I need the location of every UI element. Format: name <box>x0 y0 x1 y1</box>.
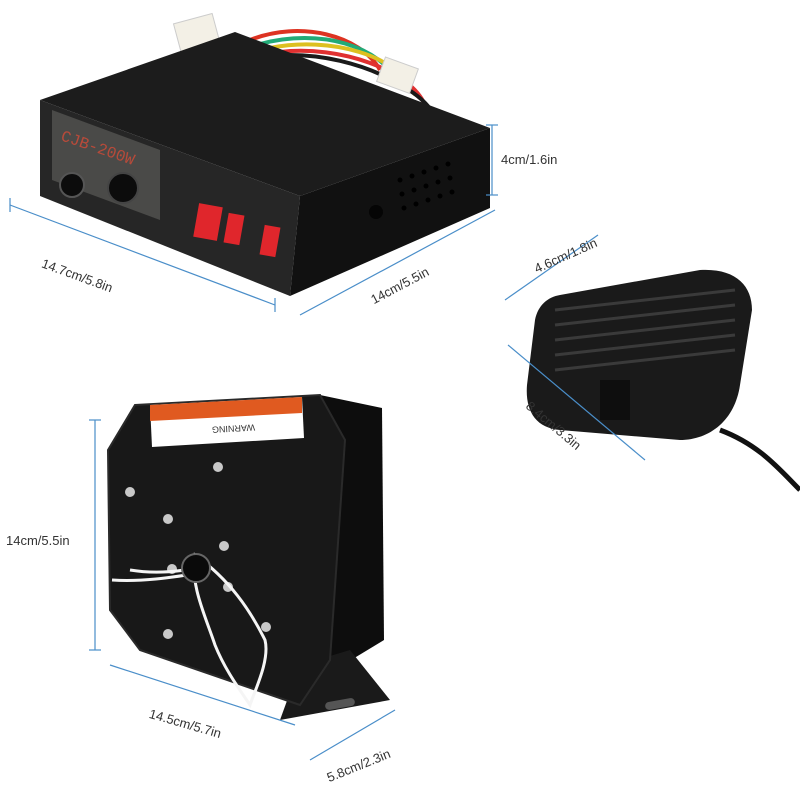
speaker-height-label: 14cm/5.5in <box>6 533 70 548</box>
horn-rocker-switch <box>193 203 223 241</box>
red-rocker-switch-1 <box>223 212 245 246</box>
siren-controller-box: CJB-200W <box>40 12 490 296</box>
microphone-grille <box>554 288 736 372</box>
microphone-cable <box>719 427 800 492</box>
controller-vent-holes <box>369 161 455 219</box>
controller-height-label: 4cm/1.6in <box>501 152 558 167</box>
microphone <box>526 269 800 492</box>
dimension-lines <box>9 124 646 761</box>
tone-selector-knob <box>107 172 139 204</box>
siren-speaker: WARNING <box>106 393 390 720</box>
speaker-warning-label: WARNING <box>150 397 304 447</box>
warning-label-text: WARNING <box>212 422 256 434</box>
volume-knob <box>59 172 85 198</box>
speaker-terminal <box>181 553 211 583</box>
red-rocker-switch-2 <box>259 224 281 258</box>
push-to-talk-button <box>600 380 630 420</box>
